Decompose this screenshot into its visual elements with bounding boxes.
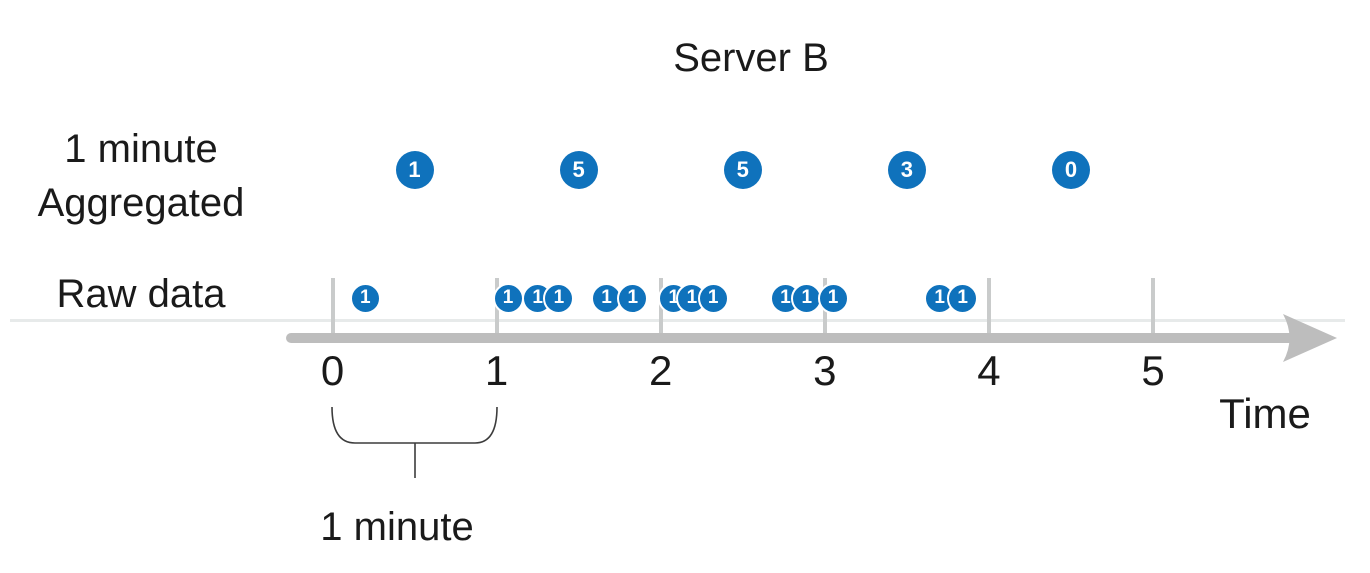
time-axis-tick-label: 1 [484, 347, 509, 394]
raw-data-point: 1 [543, 282, 575, 314]
time-axis-tick-label: 3 [813, 347, 837, 394]
time-axis-line [286, 333, 1298, 343]
time-axis-tick-label: 5 [1141, 347, 1165, 394]
aggregated-point: 1 [395, 151, 434, 189]
aggregated-point: 3 [887, 151, 926, 189]
aggregated-point: 0 [1051, 151, 1090, 189]
aggregated-row-label-line1: 1 minute [64, 127, 218, 171]
interval-label: 1 minute [320, 505, 474, 549]
time-axis-tick [986, 278, 991, 335]
raw-data-point: 1 [617, 282, 649, 314]
aggregated-row-label-line2: Aggregated [37, 181, 245, 225]
time-axis-tick-label: 2 [649, 347, 673, 394]
time-axis-tick [1151, 278, 1155, 335]
raw-data-point: 1 [817, 282, 849, 314]
time-axis-tick-label: 4 [977, 347, 1001, 394]
aggregated-row-label: 1 minute Aggregated [0, 122, 282, 230]
aggregated-point: 5 [723, 151, 762, 189]
time-axis-tick [330, 278, 335, 335]
raw-data-point: 1 [492, 282, 524, 314]
time-axis-arrowhead-icon [1283, 314, 1337, 362]
raw-row-label: Raw data [56, 272, 226, 316]
diagram-title: Server B [673, 36, 829, 80]
raw-data-point: 1 [947, 282, 979, 314]
one-minute-brace [331, 406, 498, 478]
raw-data-point: 1 [791, 282, 823, 314]
row-separator-line [10, 319, 1345, 322]
raw-data-point: 1 [349, 282, 381, 314]
raw-data-point: 1 [697, 282, 729, 314]
time-axis-title: Time [1219, 390, 1311, 437]
time-axis-tick-label: 0 [320, 347, 345, 394]
aggregated-point: 5 [559, 151, 598, 189]
